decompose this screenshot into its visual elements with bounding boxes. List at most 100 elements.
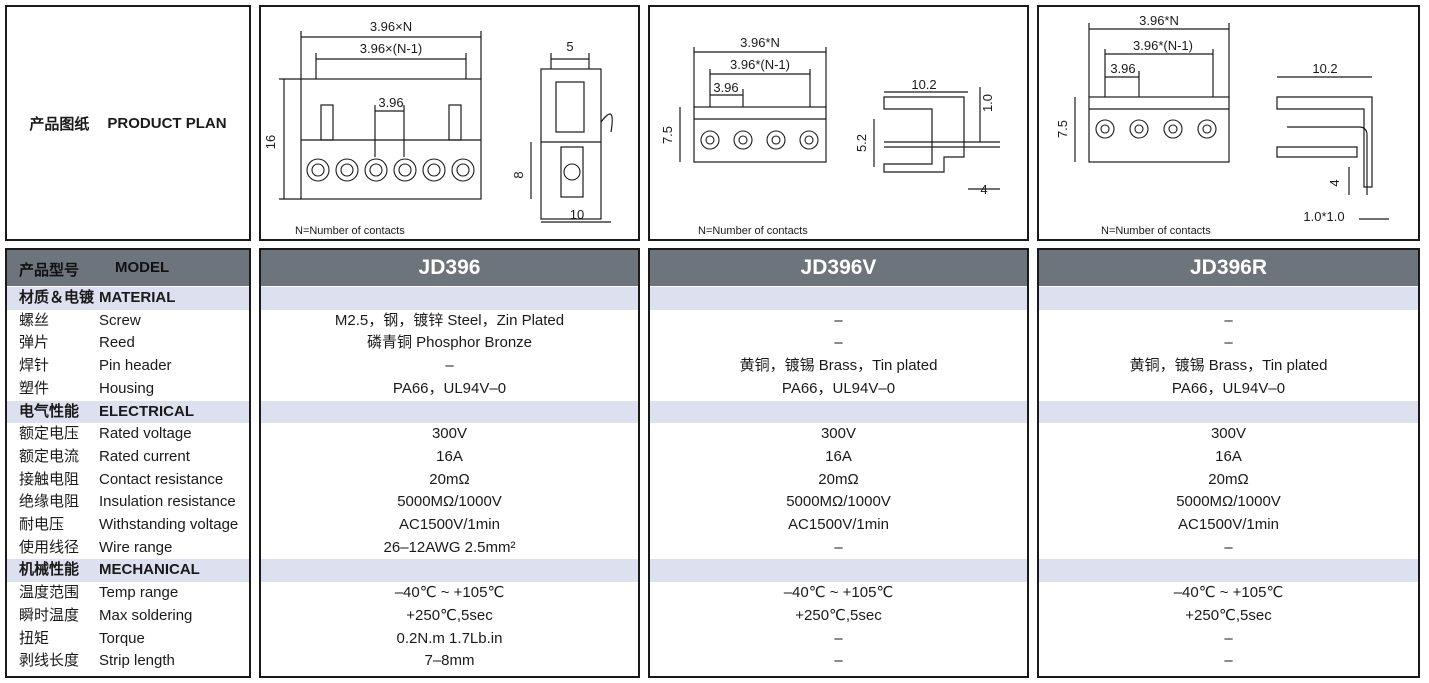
- dim-height: 7.5: [1055, 120, 1070, 138]
- spec-value-cell: PA66，UL94V–0: [392, 379, 507, 397]
- dim-height: 16: [263, 135, 278, 149]
- spec-value-cell: [650, 400, 1027, 424]
- spec-value-cell: 5000MΩ/1000V: [786, 493, 891, 511]
- spec-value-cell: [261, 400, 638, 424]
- model-header-en: MODEL: [115, 259, 170, 276]
- dim-side-height: 4: [1327, 179, 1342, 186]
- spec-value-cell: –: [834, 538, 843, 556]
- spec-column-jd396: JD396 M2.5，钢，镀锌 Steel，Zin Plated 磷青铜 Phos…: [259, 248, 640, 678]
- spec-value-cell: PA66，UL94V–0: [1171, 379, 1286, 397]
- spec-value-cell: [650, 287, 1027, 310]
- dim-width-n1: 3.96*(N-1): [730, 57, 790, 72]
- dim-height: 7.5: [660, 126, 675, 144]
- spec-label-en: Pin header: [99, 357, 172, 375]
- spec-value-cell: –40℃ ~ +105℃: [394, 584, 505, 602]
- spec-label-zh: 弹片: [19, 334, 50, 352]
- spec-value-cell: 26–12AWG 2.5mm²: [383, 538, 516, 556]
- dim-width: 3.96*N: [1139, 13, 1179, 28]
- spec-value-cell: 7–8mm: [424, 652, 475, 670]
- drawing-jd396r: 3.96*N 3.96*(N-1) 3.96 7.5 10.2 4 1.0*1.…: [1037, 5, 1420, 241]
- spec-label-en: Reed: [99, 334, 135, 352]
- spec-label-en: Insulation resistance: [99, 493, 236, 511]
- spec-label-row: 耐电压 Withstanding voltage: [7, 514, 249, 537]
- spec-label-en: Strip length: [99, 652, 175, 670]
- spec-value-cell: 磷青铜 Phosphor Bronze: [366, 334, 533, 352]
- spec-value-cell: 0.2N.m 1.7Lb.in: [396, 629, 503, 647]
- spec-label-en: Housing: [99, 379, 155, 397]
- product-plan-label-panel: 产品图纸 PRODUCT PLAN: [5, 5, 251, 241]
- dim-side-width: 10.2: [911, 77, 936, 92]
- spec-value-cell: M2.5，钢，镀锌 Steel，Zin Plated: [334, 311, 565, 329]
- spec-value-cell: 20mΩ: [429, 470, 470, 488]
- spec-value-cell: 5000MΩ/1000V: [1176, 493, 1281, 511]
- spec-value-cell: [1039, 559, 1418, 583]
- product-plan-zh: 产品图纸: [29, 115, 90, 133]
- model-name-jd396v: JD396V: [650, 250, 1027, 286]
- spec-label-zh: 接触电阻: [19, 470, 80, 488]
- spec-label-en: Rated current: [99, 447, 190, 465]
- spec-label-row: 塑件 Housing: [7, 378, 249, 401]
- spec-label-zh: 额定电压: [19, 425, 80, 443]
- spec-value-cell: AC1500V/1min: [788, 516, 889, 533]
- spec-value-cell: –: [1224, 629, 1233, 647]
- dim-pitch: 3.96: [378, 95, 403, 110]
- dim-side-width: 10.2: [1312, 61, 1337, 76]
- spec-label-zh: 耐电压: [19, 516, 65, 533]
- spec-label-en: Wire range: [99, 538, 173, 556]
- section-label-row: 机械性能 MECHANICAL: [7, 559, 249, 583]
- spec-label-en: Withstanding voltage: [99, 516, 239, 533]
- spec-value-cell: +250℃,5sec: [406, 606, 493, 624]
- spec-value-cell: –40℃ ~ +105℃: [783, 584, 894, 602]
- spec-value-cell: +250℃,5sec: [795, 606, 882, 624]
- spec-value-cell: –: [1224, 538, 1233, 556]
- product-plan-en: PRODUCT PLAN: [107, 114, 227, 132]
- spec-value-cell: 16A: [436, 447, 463, 465]
- spec-value-cell: 20mΩ: [1208, 470, 1249, 488]
- spec-value-cell: –: [1224, 652, 1233, 670]
- spec-label-en: Torque: [99, 629, 145, 647]
- spec-label-row: 弹片 Reed: [7, 332, 249, 355]
- dim-side-width: 10: [570, 207, 584, 222]
- model-name-jd396r: JD396R: [1039, 250, 1418, 286]
- spec-label-zh: 电气性能: [19, 402, 80, 420]
- dim-side-height: 8: [511, 171, 526, 178]
- drawing-jd396: 3.96×N 3.96×(N-1) 3.96 16 5 8 10 N=Numbe…: [259, 5, 640, 241]
- model-header-zh: 产品型号: [19, 262, 80, 279]
- spec-label-row: 焊针 Pin header: [7, 355, 249, 378]
- spec-value-cell: –: [834, 629, 843, 647]
- spec-label-zh: 绝缘电阻: [19, 493, 80, 511]
- spec-value-cell: –: [1224, 311, 1233, 329]
- spec-value-cell: [261, 287, 638, 310]
- spec-value-cell: 16A: [1215, 447, 1242, 465]
- spec-label-zh: 塑件: [19, 379, 50, 397]
- jd396r-technical-drawing: 3.96*N 3.96*(N-1) 3.96 7.5 10.2 4 1.0*1.…: [1055, 13, 1389, 224]
- model-name-jd396: JD396: [261, 250, 638, 286]
- spec-label-zh: 机械性能: [19, 561, 80, 579]
- spec-value-cell: 黄铜，镀锡 Brass，Tin plated: [1129, 357, 1328, 375]
- dim-side-thickness: 1.0: [980, 94, 995, 112]
- spec-label-zh: 焊针: [19, 357, 50, 375]
- dim-pitch: 3.96: [1110, 61, 1135, 76]
- dim-side-bottom: 4: [980, 182, 987, 197]
- dim-pin: 1.0*1.0: [1303, 209, 1344, 224]
- spec-value-cell: –40℃ ~ +105℃: [1173, 584, 1284, 602]
- spec-value-cell: 300V: [1210, 425, 1247, 443]
- spec-value-cell: 16A: [825, 447, 852, 465]
- spec-value-cell: –: [834, 652, 843, 670]
- jd396-technical-drawing: 3.96×N 3.96×(N-1) 3.96 16 5 8 10: [263, 19, 613, 223]
- spec-label-en: MECHANICAL: [99, 561, 200, 579]
- spec-value-cell: [650, 559, 1027, 583]
- dim-width: 3.96×N: [370, 19, 412, 34]
- drawing-note: N=Number of contacts: [1101, 225, 1211, 237]
- dim-pitch: 3.96: [713, 80, 738, 95]
